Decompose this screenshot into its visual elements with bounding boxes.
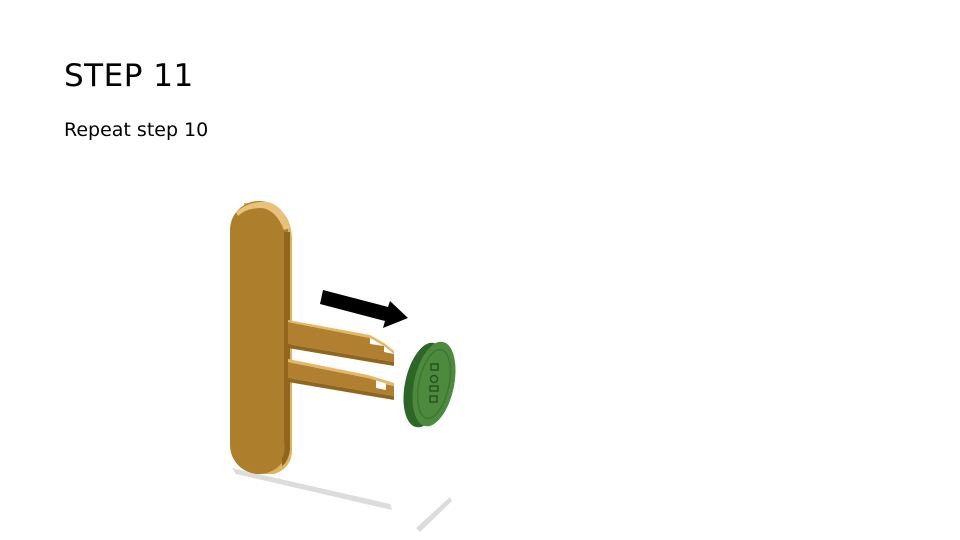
disc <box>403 341 456 428</box>
slide-title: STEP 11 <box>64 58 194 94</box>
floor-shadow <box>232 468 452 532</box>
prongs <box>288 320 394 400</box>
slide-instruction: Repeat step 10 <box>64 119 209 141</box>
direction-arrow-icon <box>320 290 408 328</box>
handle <box>230 201 292 474</box>
